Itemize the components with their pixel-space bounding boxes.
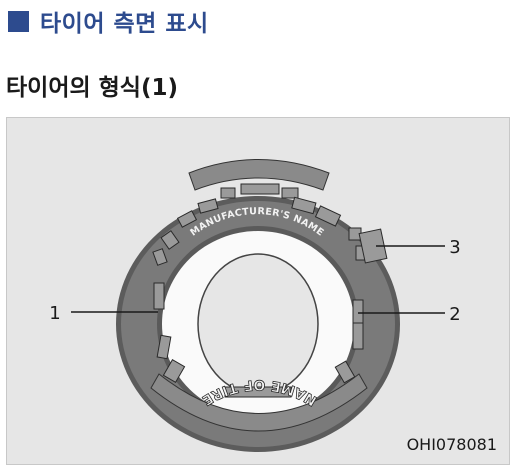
section-title: 타이어 측면 표시: [40, 11, 209, 37]
label-block-1: [153, 282, 165, 310]
figure-code: OHI078081: [406, 435, 497, 454]
square-bullet-icon: [8, 10, 29, 32]
tire-sidewall-figure: MANUFACTURER'S NAME NAME OF TIRE 1 2 3 O…: [6, 117, 510, 465]
manufacturer-plate: [188, 159, 330, 191]
callout-label-3: 3: [449, 237, 460, 258]
label-block-2: [352, 299, 364, 325]
section-header: 타이어 측면 표시: [8, 6, 209, 37]
callout-label-2: 2: [449, 304, 460, 325]
label-block-3: [358, 228, 388, 264]
sub-title: 타이어의 형식(1): [6, 75, 178, 101]
wheel-hub-hole: [197, 253, 319, 395]
tire-illustration: MANUFACTURER'S NAME NAME OF TIRE 1 2 3: [49, 159, 461, 452]
callout-label-1: 1: [49, 303, 60, 324]
tire-name-plate: [150, 373, 368, 432]
